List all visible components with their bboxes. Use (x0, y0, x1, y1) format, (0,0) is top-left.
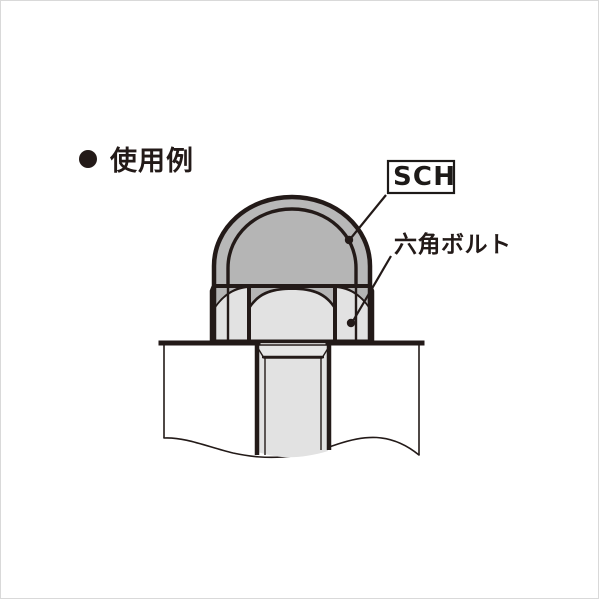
heading-label: 使用例 (109, 146, 194, 177)
heading-group: 使用例 (79, 146, 194, 177)
sch-label: SCH (393, 162, 456, 192)
sch-leader-line (350, 194, 387, 239)
sch-callout-group: SCH (344, 159, 456, 245)
plate-left (163, 341, 256, 455)
plate-right (330, 341, 420, 456)
hex-chamfer-arc-center (247, 287, 337, 310)
hex-bolt-leader-line (352, 255, 392, 322)
hex-face-left (215, 288, 248, 341)
hex-bolt-label: 六角ボルト (394, 231, 512, 258)
hex-face-center (250, 290, 334, 341)
steel-plate-group (158, 340, 425, 459)
bolt-shank-fill (258, 345, 328, 458)
cap-nut-inner-dome (226, 207, 358, 290)
hex-face-right (336, 288, 369, 341)
hex-chamfer-arc-left (213, 285, 249, 310)
hex-bolt-group (254, 343, 332, 458)
sch-label-box (386, 159, 456, 195)
sch-leader-dot (344, 235, 354, 245)
cap-nut-group (209, 194, 375, 344)
hex-bolt-leader-dot (346, 318, 356, 328)
hex-chamfer-arc-right (335, 285, 371, 310)
bullet-icon (79, 150, 97, 168)
hex-bolt-callout-group: 六角ボルト (346, 231, 512, 328)
